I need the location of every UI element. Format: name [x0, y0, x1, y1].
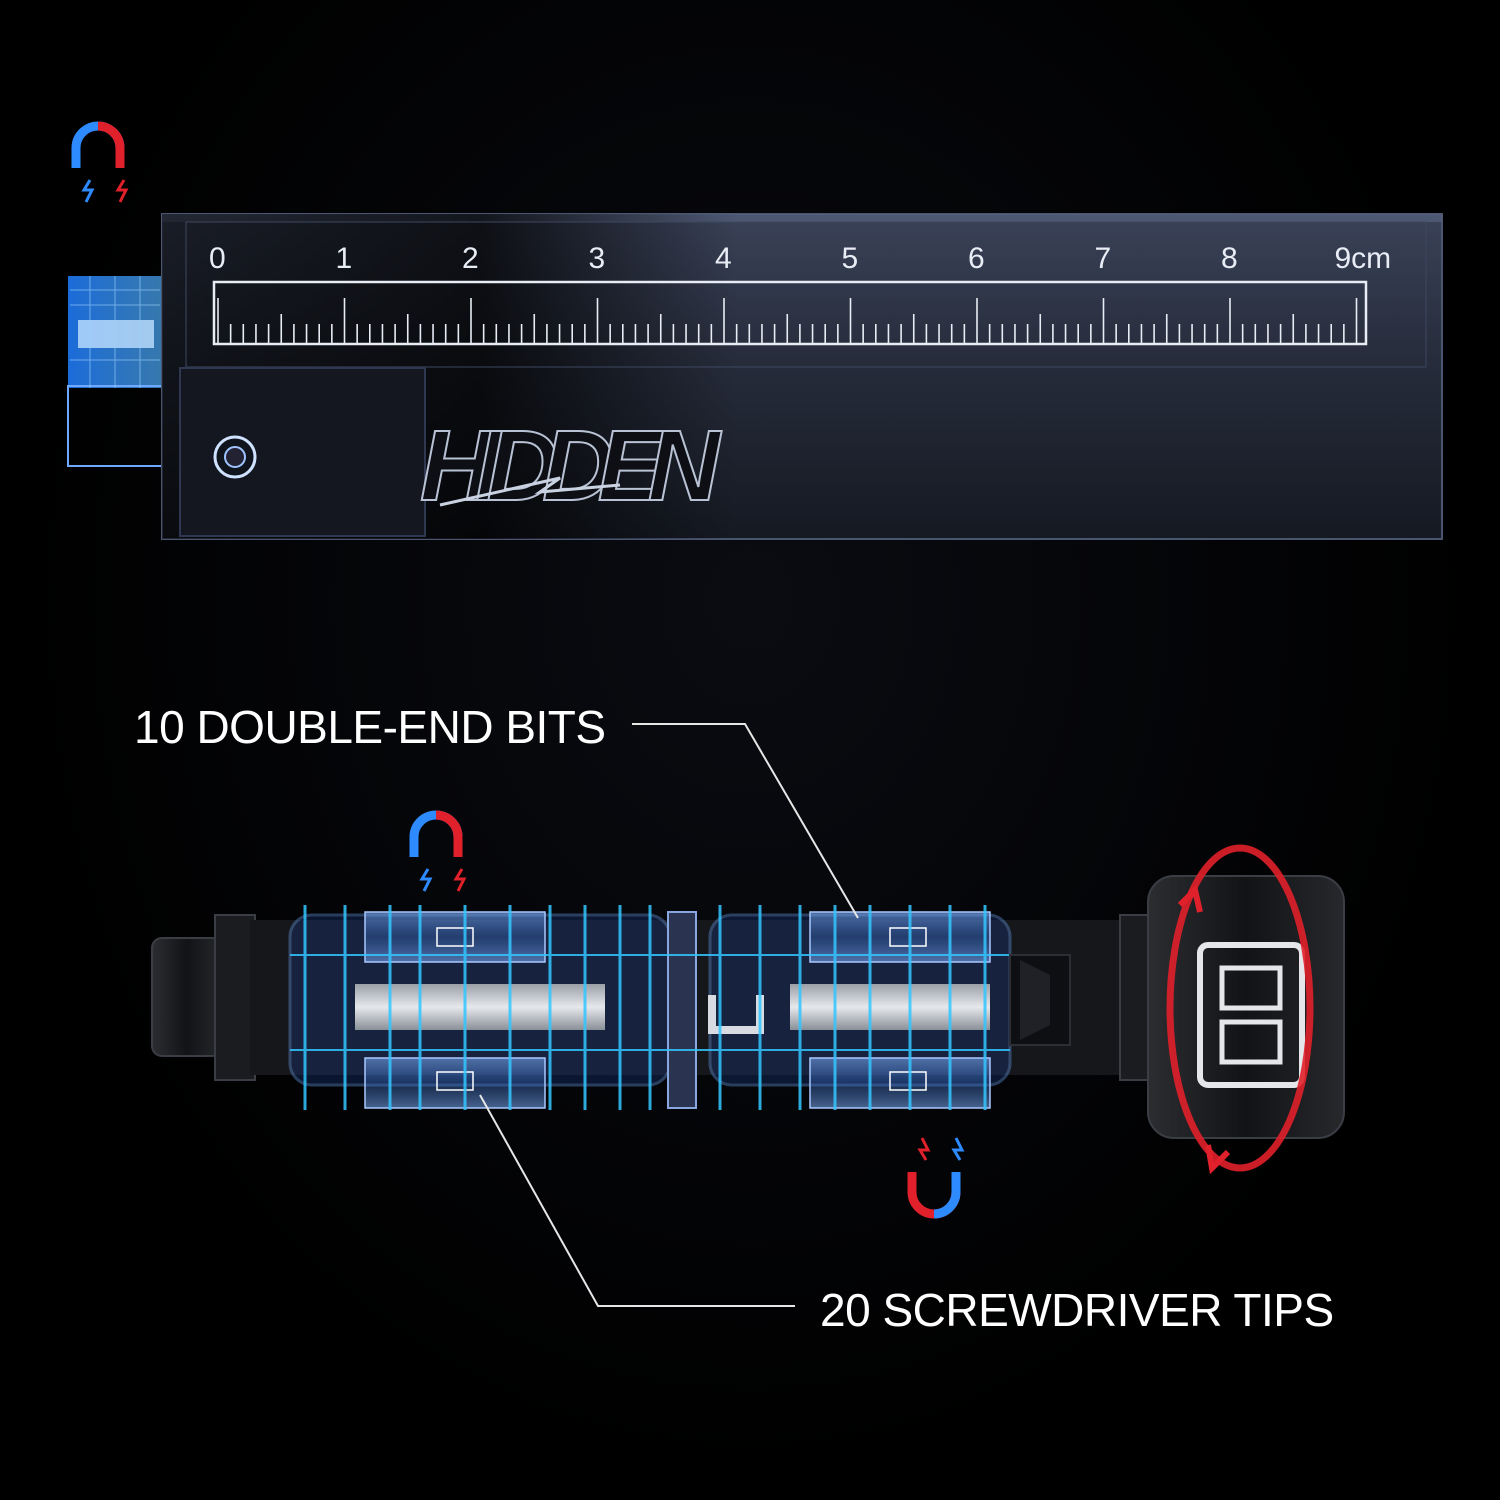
ruler-label: 6: [968, 242, 985, 275]
ruler-label: 8: [1221, 242, 1238, 275]
screwdriver-handle: [151, 905, 1161, 1110]
callout-lines: [479, 723, 859, 1307]
ruler-label: 3: [589, 242, 606, 275]
ruler-label: 0: [209, 242, 226, 275]
ruler-label: 9cm: [1335, 242, 1392, 275]
callout-double-end-bits: 10 DOUBLE-END BITS: [134, 701, 606, 753]
ruler-label: 5: [842, 242, 859, 275]
rotate-arrows-icon: [1166, 844, 1314, 1175]
magnet-icon-upper: [409, 810, 467, 892]
ruler-label: 1: [336, 242, 353, 275]
magnet-icon: [71, 121, 129, 203]
ruler-case: HIDDEN 0 1 2 3 4 5 6 7 8 9cm: [67, 213, 1443, 540]
ruler-label: 4: [715, 242, 732, 275]
rotating-cap: [1147, 875, 1345, 1139]
ruler-scale: 0 1 2 3 4 5 6 7 8 9cm: [209, 242, 1392, 346]
brand-logo: HIDDEN: [420, 410, 722, 522]
magnet-icon-lower: [907, 1137, 965, 1219]
callout-screwdriver-tips: 20 SCREWDRIVER TIPS: [820, 1284, 1334, 1336]
ruler-label: 2: [462, 242, 479, 275]
ruler-label: 7: [1095, 242, 1112, 275]
